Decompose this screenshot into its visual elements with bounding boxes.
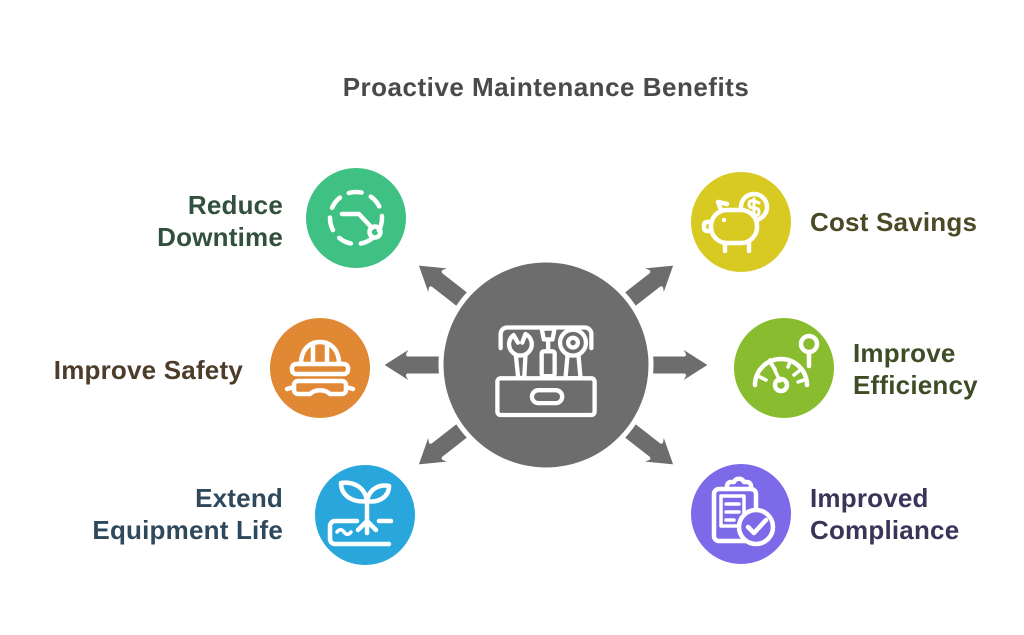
benefit-label-reduce-downtime: Reduce Downtime — [157, 190, 283, 252]
toolbox-icon — [495, 325, 597, 418]
clipboard-check-icon — [711, 476, 776, 547]
toolbox-box — [495, 376, 597, 418]
plant-icon — [327, 480, 394, 547]
round-tool-hole — [565, 335, 581, 350]
benefit-circle-reduce-downtime — [301, 163, 411, 273]
diagram-title: Proactive Maintenance Benefits — [342, 72, 750, 102]
benefit-label-improve-safety: Improve Safety — [53, 355, 243, 385]
piggy-bank-icon — [701, 191, 770, 254]
benefit-circle-cost-savings — [686, 167, 796, 277]
toolbox-handle-slot — [529, 388, 565, 406]
round-tool-head — [557, 327, 589, 358]
hub-circle — [438, 257, 654, 473]
benefit-label-improve-efficiency: Improve Efficiency — [853, 338, 978, 400]
benefit-circle-improve-efficiency — [729, 313, 839, 423]
benefit-label-improved-compliance: Improved Compliance — [810, 483, 960, 545]
benefit-circle-improved-compliance — [686, 459, 796, 569]
clock-icon — [327, 189, 385, 247]
screwdriver-handle — [539, 349, 557, 379]
hard-hat-icon — [284, 339, 356, 397]
wrench-icon — [506, 331, 534, 381]
gauge-icon — [752, 333, 820, 394]
benefit-label-extend-equipment-life: Extend Equipment Life — [92, 483, 283, 545]
benefit-circle-extend-equipment-life — [310, 460, 420, 570]
hub-graphic — [379, 257, 713, 473]
benefit-label-cost-savings: Cost Savings — [810, 207, 978, 237]
benefit-circle-improve-safety — [265, 313, 375, 423]
